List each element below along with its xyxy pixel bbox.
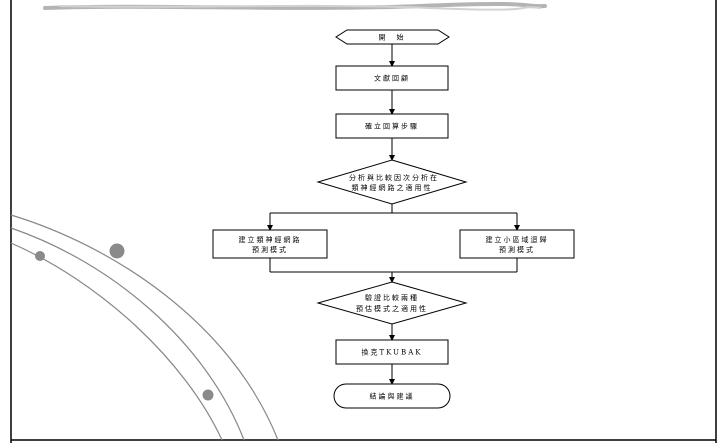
node-literature-review: 文獻回顧 — [335, 65, 449, 91]
verify-compare-label-line2: 預估模式之適用性 — [356, 304, 428, 313]
analyze-compare-diamond — [316, 159, 468, 205]
large-dot-decoration — [109, 243, 125, 259]
analyze-compare-label-line2: 類神經網路之適用性 — [352, 183, 433, 192]
flowchart-connectors — [267, 44, 520, 385]
verify-compare-diamond — [316, 281, 468, 325]
regional-model-label-line2: 預測模式 — [499, 245, 535, 254]
analyze-compare-label-line1: 分析與比較因次分析在 — [349, 173, 439, 182]
regional-model-box — [459, 229, 575, 259]
node-verify-compare: 驗證比較兩種 預估模式之適用性 — [316, 281, 468, 325]
node-tkubak: 換克TKUBAK — [335, 339, 449, 365]
start-hexagon-shape — [335, 29, 450, 45]
node-nn-model: 建立類神經網路 預測模式 — [212, 229, 328, 259]
literature-review-label: 文獻回顧 — [374, 74, 410, 83]
arc-decoration — [10, 214, 279, 441]
nn-model-box — [212, 229, 328, 259]
conclusion-terminator-shape — [333, 383, 451, 409]
nn-model-label-line2: 預測模式 — [252, 245, 288, 254]
node-analyze-compare: 分析與比較因次分析在 類神經網路之適用性 — [316, 159, 468, 205]
regional-model-label-line1: 建立小區域迴歸 — [486, 235, 549, 244]
node-start: 開 始 — [335, 29, 450, 45]
establish-steps-box — [335, 113, 449, 139]
node-regional-model: 建立小區域迴歸 預測模式 — [459, 229, 575, 259]
tkubak-box — [335, 339, 449, 365]
node-establish-steps: 確立回算步驟 — [335, 113, 449, 139]
verify-compare-label-line1: 驗證比較兩種 — [365, 293, 419, 302]
nn-model-label-line1: 建立類神經網路 — [239, 235, 302, 244]
establish-steps-label: 確立回算步驟 — [365, 122, 419, 131]
literature-review-box — [335, 65, 449, 91]
tkubak-label: 換克TKUBAK — [362, 348, 423, 357]
top-brush-stroke-decoration — [43, 1, 547, 11]
node-conclusion: 結論與建議 — [333, 383, 451, 409]
start-label: 開 始 — [379, 33, 406, 42]
small-dot-decoration — [35, 251, 45, 261]
conclusion-label: 結論與建議 — [370, 392, 415, 401]
medium-dot-decoration — [202, 389, 214, 401]
